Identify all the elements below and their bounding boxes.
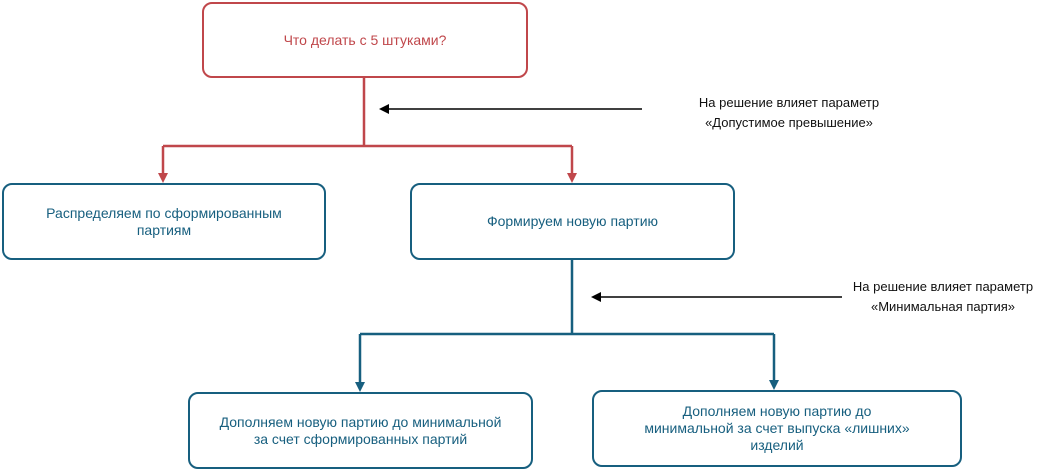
fill-from-batches-box: Дополняем новую партию до минимальной за… bbox=[188, 392, 533, 469]
fill-from-extra-box: Дополняем новую партию до минимальной за… bbox=[592, 390, 962, 467]
distribute-text: Распределяем по сформированным партиям bbox=[46, 204, 282, 238]
distribute-box: Распределяем по сформированным партиям bbox=[2, 183, 326, 260]
note-second: На решение влияет параметр «Минимальная … bbox=[833, 277, 1053, 317]
note-first: На решение влияет параметр «Допустимое п… bbox=[664, 93, 914, 133]
new-batch-box: Формируем новую партию bbox=[410, 183, 735, 260]
root-question-box: Что делать с 5 штуками? bbox=[202, 2, 528, 78]
note-first-line1: На решение влияет параметр bbox=[698, 95, 880, 110]
note-first-line2: «Допустимое превышение» bbox=[705, 115, 873, 130]
root-connector bbox=[163, 77, 572, 148]
note-second-line2: «Минимальная партия» bbox=[870, 299, 1016, 314]
fill-from-extra-text: Дополняем новую партию до минимальной за… bbox=[644, 403, 910, 453]
root-question-text: Что делать с 5 штуками? bbox=[283, 31, 447, 48]
note-second-line1: На решение влияет параметр bbox=[852, 279, 1034, 294]
new-batch-text: Формируем новую партию bbox=[486, 213, 659, 229]
new-batch-connector bbox=[360, 260, 774, 336]
fill-from-batches-text: Дополняем новую партию до минимальной за… bbox=[219, 413, 502, 447]
